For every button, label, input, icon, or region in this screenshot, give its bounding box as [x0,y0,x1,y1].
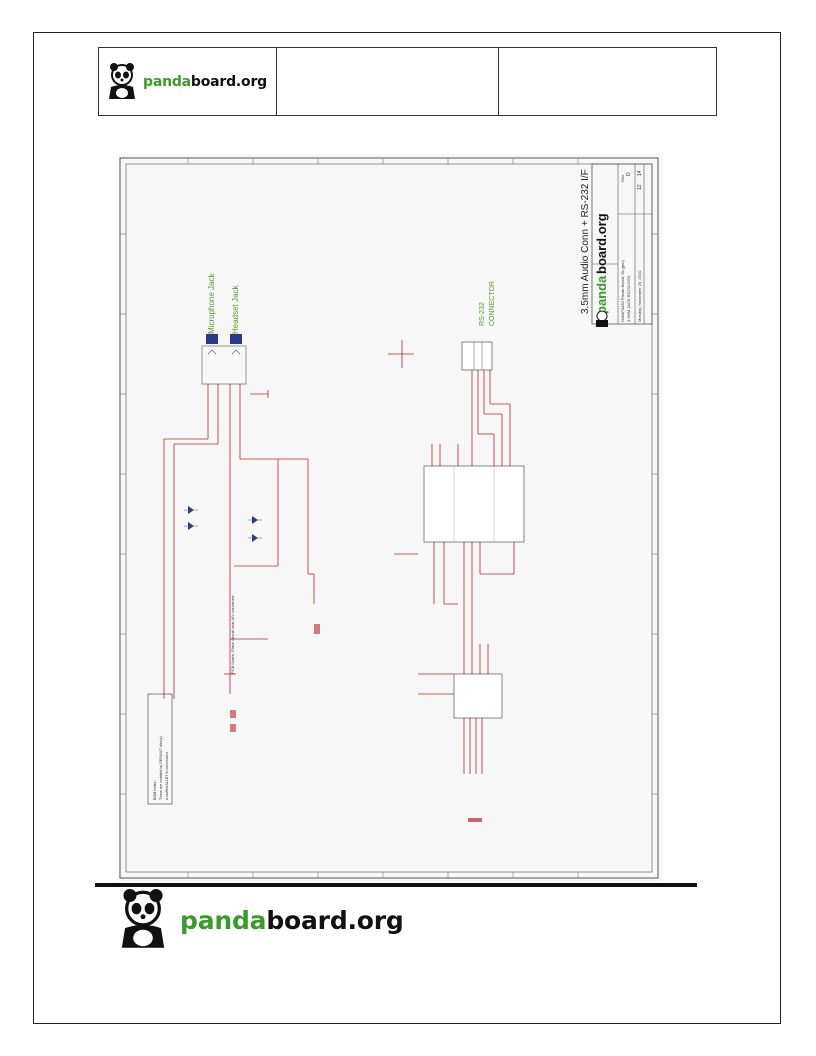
schematic-drawing: panda board.org OMAP4430 Panda Board, DL… [118,154,663,882]
db9-connector [461,341,493,371]
microphone-jack-label: Microphone Jack [207,273,216,334]
panda-icon [109,62,135,99]
header-logo-text: pandaboard.org [143,73,267,90]
rs232-wires [388,340,515,774]
title-block-line-1: OMAP4430 Panda Board, DL(gen) [620,260,625,322]
rev-value: D [626,172,632,176]
zone-ticks [120,158,658,878]
footer-logo-text: pandaboard.org [180,905,404,935]
rev-label: Rev [620,175,625,182]
header-middle-cell [277,48,499,115]
footer-logo: pandaboard.org [114,889,404,951]
bom-notes-box: BOM Notes: These are installed by DEFAUL… [147,693,173,805]
footer-rule [95,883,697,887]
audio-jacks [201,334,247,385]
title-block-line-3: Monday, November 29, 2010 [637,270,642,322]
bom-note-line-2: These are installed by DEFAULT also(s) [159,736,163,800]
sheet-of-value: 14 [637,170,643,176]
rs232-transceiver-ic [423,465,525,543]
rs232-label-line1: RS-232 [479,302,486,326]
rs232-label-line2: CONNECTOR [489,281,496,326]
title-block-line-2: 3.5MM JACK RS232.DSN [626,275,631,322]
esd-diodes [184,506,262,542]
bom-note-line-1: BOM Notes: [153,780,157,800]
header-logo-cell: pandaboard.org [99,48,277,115]
panda-icon [121,889,165,948]
page-border [33,32,781,1024]
sheet-title: 3.5mm Audio Conn + RS-232 I/F [580,169,591,314]
headset-jack-label: Headset Jack [231,285,240,334]
pcb-note: PCB Notes: Place circuit near A/V connec… [230,594,235,674]
brand-green-text: panda [594,275,609,314]
header-right-cell [499,48,716,115]
net-labels [230,624,482,822]
bom-note-line-3: a stuffed ALLBT to connectors [165,752,169,800]
brand-black-text: board.org [594,213,609,274]
audio-wires [163,384,315,699]
title-block: panda board.org OMAP4430 Panda Board, DL… [591,163,653,327]
sheet-value: 12 [637,184,643,190]
level-shifter-ic [453,673,503,719]
header-title-table: pandaboard.org [98,47,717,116]
schematic-svg: panda board.org OMAP4430 Panda Board, DL… [119,157,659,879]
